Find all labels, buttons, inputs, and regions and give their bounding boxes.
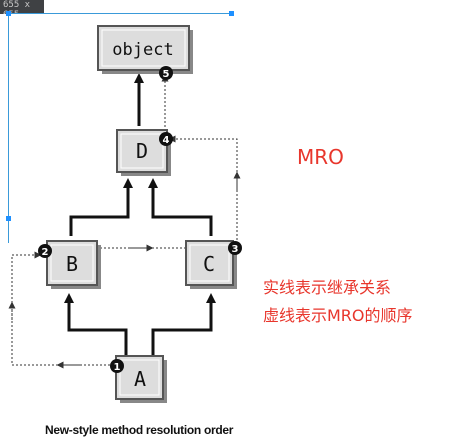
- order-marker-2: 2: [38, 244, 52, 258]
- order-marker-3: 3: [228, 241, 242, 255]
- node-d: D: [116, 129, 168, 173]
- arrow-c-to-d: [148, 178, 213, 236]
- order-marker-4: 4: [159, 132, 173, 146]
- node-a: A: [115, 355, 164, 400]
- node-object: object: [97, 25, 190, 71]
- node-object-label: object: [112, 40, 173, 60]
- selection-handle-top-mid[interactable]: [229, 11, 234, 16]
- order-marker-5-label: 5: [163, 69, 170, 80]
- node-c: C: [185, 240, 234, 286]
- order-marker-1-label: 1: [114, 362, 121, 373]
- diagram-caption: New-style method resolution order: [45, 423, 234, 437]
- order-marker-2-label: 2: [42, 247, 49, 258]
- selection-handle-left-mid[interactable]: [6, 216, 11, 221]
- node-c-label: C: [203, 252, 215, 276]
- node-a-label: A: [134, 367, 146, 391]
- arrow-a-to-b: [64, 293, 128, 360]
- arrow-b-to-d: [69, 178, 133, 236]
- dashed-line-note: 虚线表示MRO的顺序: [263, 306, 413, 325]
- selection-edge-top: [8, 13, 231, 14]
- mro-title: MRO: [297, 145, 344, 169]
- order-marker-3-label: 3: [232, 244, 239, 255]
- solid-line-note: 实线表示继承关系: [263, 278, 392, 297]
- arrow-a-to-c: [151, 293, 216, 360]
- mro-order-arrows: [8, 74, 241, 369]
- order-marker-1: 1: [110, 359, 124, 373]
- selection-edge-left: [8, 13, 9, 243]
- inheritance-arrows: [64, 73, 216, 360]
- dashed-c-to-d: [168, 135, 238, 240]
- node-d-label: D: [136, 139, 148, 163]
- order-marker-5: 5: [159, 66, 173, 80]
- selection-handle-top-left[interactable]: [6, 11, 11, 16]
- node-b-label: B: [66, 252, 78, 276]
- node-b: B: [46, 240, 98, 286]
- dimensions-readout: 655 x 655: [0, 0, 44, 14]
- order-marker-4-label: 4: [163, 135, 170, 146]
